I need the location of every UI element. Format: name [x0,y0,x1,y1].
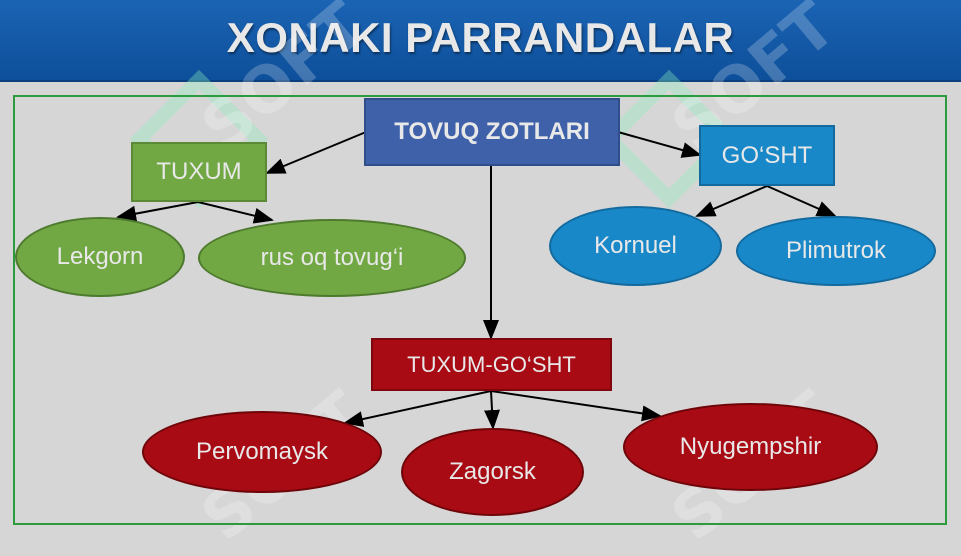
link-meat-item-1 [695,185,768,217]
link-root-egg [265,131,367,174]
root-label: TOVUQ ZOTLARI [394,118,590,145]
meat-breed-label: Plimutrok [785,237,887,264]
link-eggmeat-item-2 [484,390,501,430]
title-bar: XONAKI PARRANDALAR [0,0,961,82]
eggmeat-branch-node: TUXUM-GO‘SHT [371,338,612,391]
eggmeat-breed-zagorsk: Zagorsk [401,428,584,516]
link-egg-item-1 [116,201,199,222]
connector-lines [116,131,837,430]
eggmeat-branch-label: TUXUM-GO‘SHT [407,351,576,377]
link-eggmeat-item-3 [490,390,662,422]
meat-breed-plimutrok: Plimutrok [736,216,936,286]
eggmeat-breed-nyugempshir: Nyugempshir [623,403,878,491]
eggmeat-breed-label: Nyugempshir [679,433,822,460]
eggmeat-breed-label: Zagorsk [449,458,536,485]
egg-branch-label: TUXUM [156,158,242,185]
meat-breed-kornuel: Kornuel [549,206,722,286]
link-meat-item-2 [766,185,837,217]
root-node: TOVUQ ZOTLARI [364,98,620,166]
egg-breed-label: Lekgorn [56,243,144,270]
egg-breed-lekgorn: Lekgorn [15,217,185,297]
egg-breed-label: rus oq tovug‘i [260,244,404,271]
egg-breed-rus-oq: rus oq tovug‘i [198,219,466,297]
meat-branch-label: GO‘SHT [721,141,813,169]
eggmeat-breed-label: Pervomaysk [195,438,329,465]
slide-title: XONAKI PARRANDALAR [226,14,735,61]
link-egg-item-2 [197,201,274,224]
meat-branch-node: GO‘SHT [699,125,835,186]
link-eggmeat-item-1 [343,390,492,427]
egg-branch-node: TUXUM [131,142,267,202]
diagram-frame [13,95,947,525]
meat-breed-label: Kornuel [594,232,677,259]
eggmeat-breed-pervomaysk: Pervomaysk [142,411,382,493]
link-root-meat [617,131,702,158]
